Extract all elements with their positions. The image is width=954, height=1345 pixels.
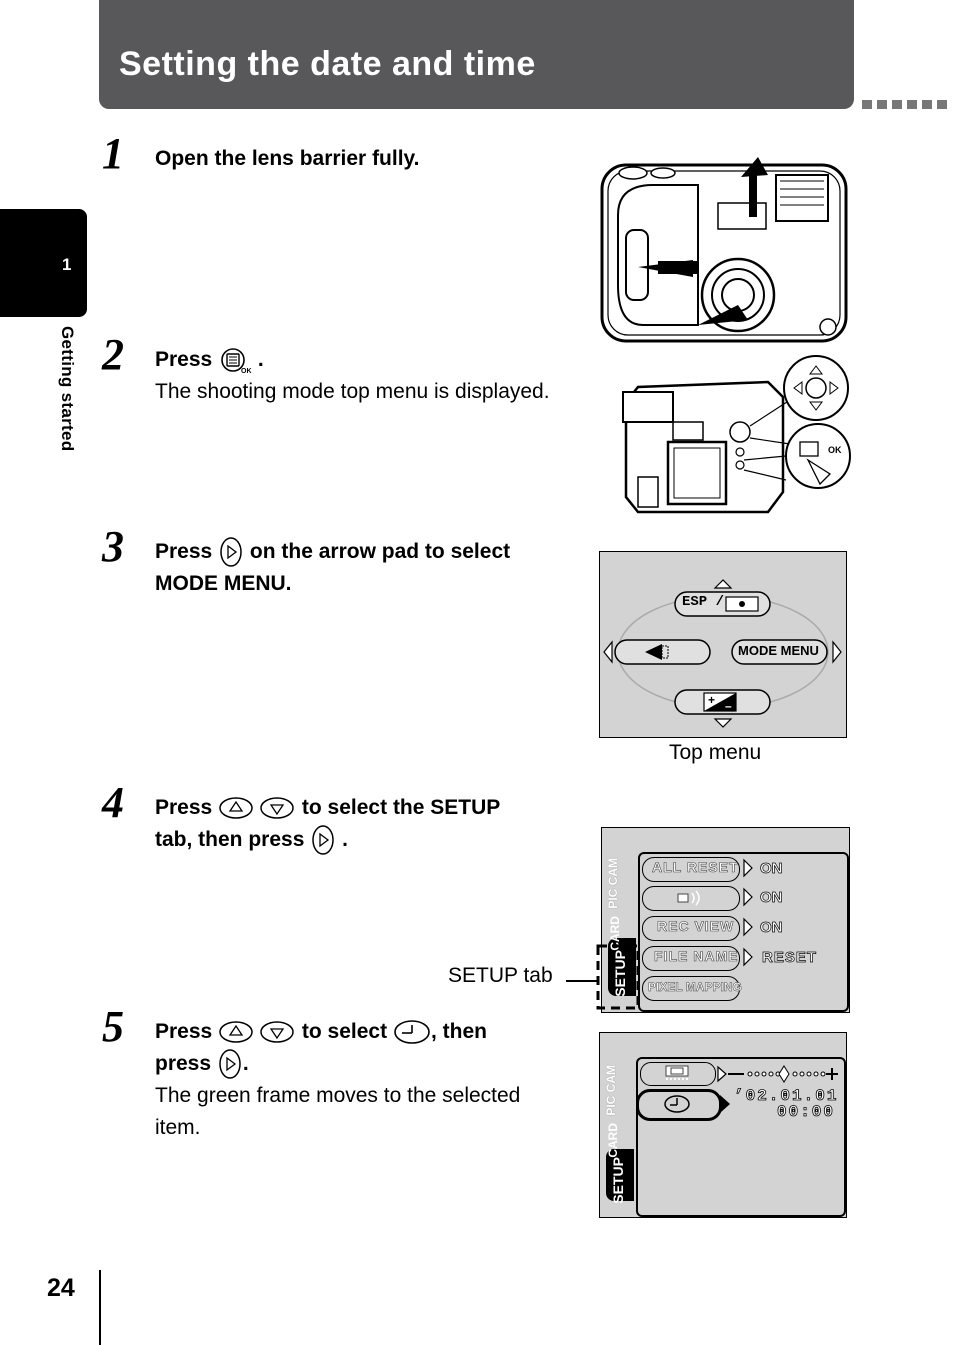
step-3-instruction: Press on the arrow pad to select [155,536,510,568]
up-down-buttons-icon [219,1021,294,1044]
setup-tab-caption: SETUP tab [448,964,553,987]
date-time-screen: PIC CAM CARD SETUP ’02.01.01 00:00 [599,1032,847,1218]
step-2-suffix: . [257,348,264,371]
right-arrow-icon [832,640,842,664]
svg-text:+: + [708,693,715,707]
setup-row-rec-view-value: ON [760,919,783,937]
clock-icon [664,1095,690,1113]
page-number-divider [99,1270,101,1345]
step-5-detail-2: item. [155,1116,201,1139]
down-arrow-icon [713,718,733,728]
setup-row-pixel-mapping: PIXEL MAPPING [648,980,742,995]
step-5-detail-1: The green frame moves to the selected [155,1084,521,1107]
setup-row-all-reset-value: ON [760,860,783,878]
svg-text:OK: OK [241,368,252,375]
step-5-line2-prefix: press [155,1052,212,1075]
step-4-instruction: Press to select the SETUP [155,792,500,824]
beep-sound-icon [677,890,700,906]
arrow-right-button-icon [219,1049,241,1080]
setup-row-rec-view: REC VIEW [657,918,735,935]
esp-label: ESP / [682,594,725,610]
step-4-line2-prefix: tab, then press [155,828,305,851]
step-4-line2: tab, then press . [155,824,348,856]
svg-text:OK: OK [828,445,842,455]
setup-tab-highlight [566,944,640,1010]
setup-menu-screen: PIC CAM CARD SETUP ALL RESET ON ON REC V… [601,827,850,1013]
arrow-right-button-icon [220,537,242,568]
header-decoration [862,100,947,109]
step-5-number: 5 [102,1002,124,1051]
step-5-prefix: Press [155,1020,213,1043]
camera-back-illustration: OK [622,355,851,514]
step-5-instruction: Press to select , then [155,1016,487,1048]
tab-card: CARD [606,1123,620,1158]
chapter-label: Getting started [58,326,77,452]
step-3-line2: MODE MENU. [155,572,292,595]
left-arrow-icon [603,640,613,664]
mode-menu-label: MODE MENU [738,643,819,658]
step-5-line2-suffix: . [242,1052,249,1075]
monitor-brightness-icon [665,1065,689,1080]
tab-pic-cam: PIC CAM [604,1065,618,1116]
chapter-number: 1 [62,255,72,274]
step-4-suffix: to select the SETUP [301,796,501,819]
up-arrow-icon [713,579,733,589]
tab-pic-cam: PIC CAM [606,858,620,909]
step-3-number: 3 [102,522,124,571]
tab-setup: SETUP [610,1157,626,1204]
top-menu-screen: + – ESP / MODE MENU [599,551,847,738]
menu-ok-button-icon: OK [221,348,252,375]
up-down-buttons-icon [219,797,294,820]
flash-mode-icon [645,644,662,660]
svg-text:–: – [725,699,732,713]
page-number: 24 [47,1274,75,1302]
clock-icon [394,1020,430,1045]
step-3-prefix: Press [155,540,213,563]
step-2-instruction: Press OK . [155,344,264,376]
step-4-line2-suffix: . [342,828,348,851]
camera-front-illustration [600,157,848,343]
step-2-prefix: Press [155,348,213,371]
top-menu-caption: Top menu [669,741,762,764]
step-2-detail: The shooting mode top menu is displayed. [155,380,550,403]
setup-row-all-reset: ALL RESET [652,859,739,876]
row-arrow-icons [743,858,753,967]
setup-row-file-name-value: RESET [762,949,818,967]
brightness-slider [717,1065,838,1083]
step-5-line2: press . [155,1048,249,1080]
chapter-tab [0,209,87,317]
date-value: ’02.01.01 [734,1087,839,1106]
step-2-number: 2 [102,330,124,379]
step-1-number: 1 [102,129,124,178]
step-4-number: 4 [102,778,124,827]
step-3-suffix: on the arrow pad to select [249,540,511,563]
section-header: Setting the date and time [99,0,854,109]
step-5-suffix: , then [430,1020,487,1043]
setup-row-file-name: FILE NAME [654,948,739,965]
time-value: 00:00 [777,1103,836,1122]
date-arrow-icon [720,1095,730,1113]
step-1-text: Open the lens barrier fully. [155,147,420,170]
step-4-prefix: Press [155,796,213,819]
step-5-mid: to select [301,1020,388,1043]
setup-row-beep-value: ON [760,889,783,907]
page-title: Setting the date and time [119,45,536,83]
arrow-right-button-icon [312,825,334,856]
